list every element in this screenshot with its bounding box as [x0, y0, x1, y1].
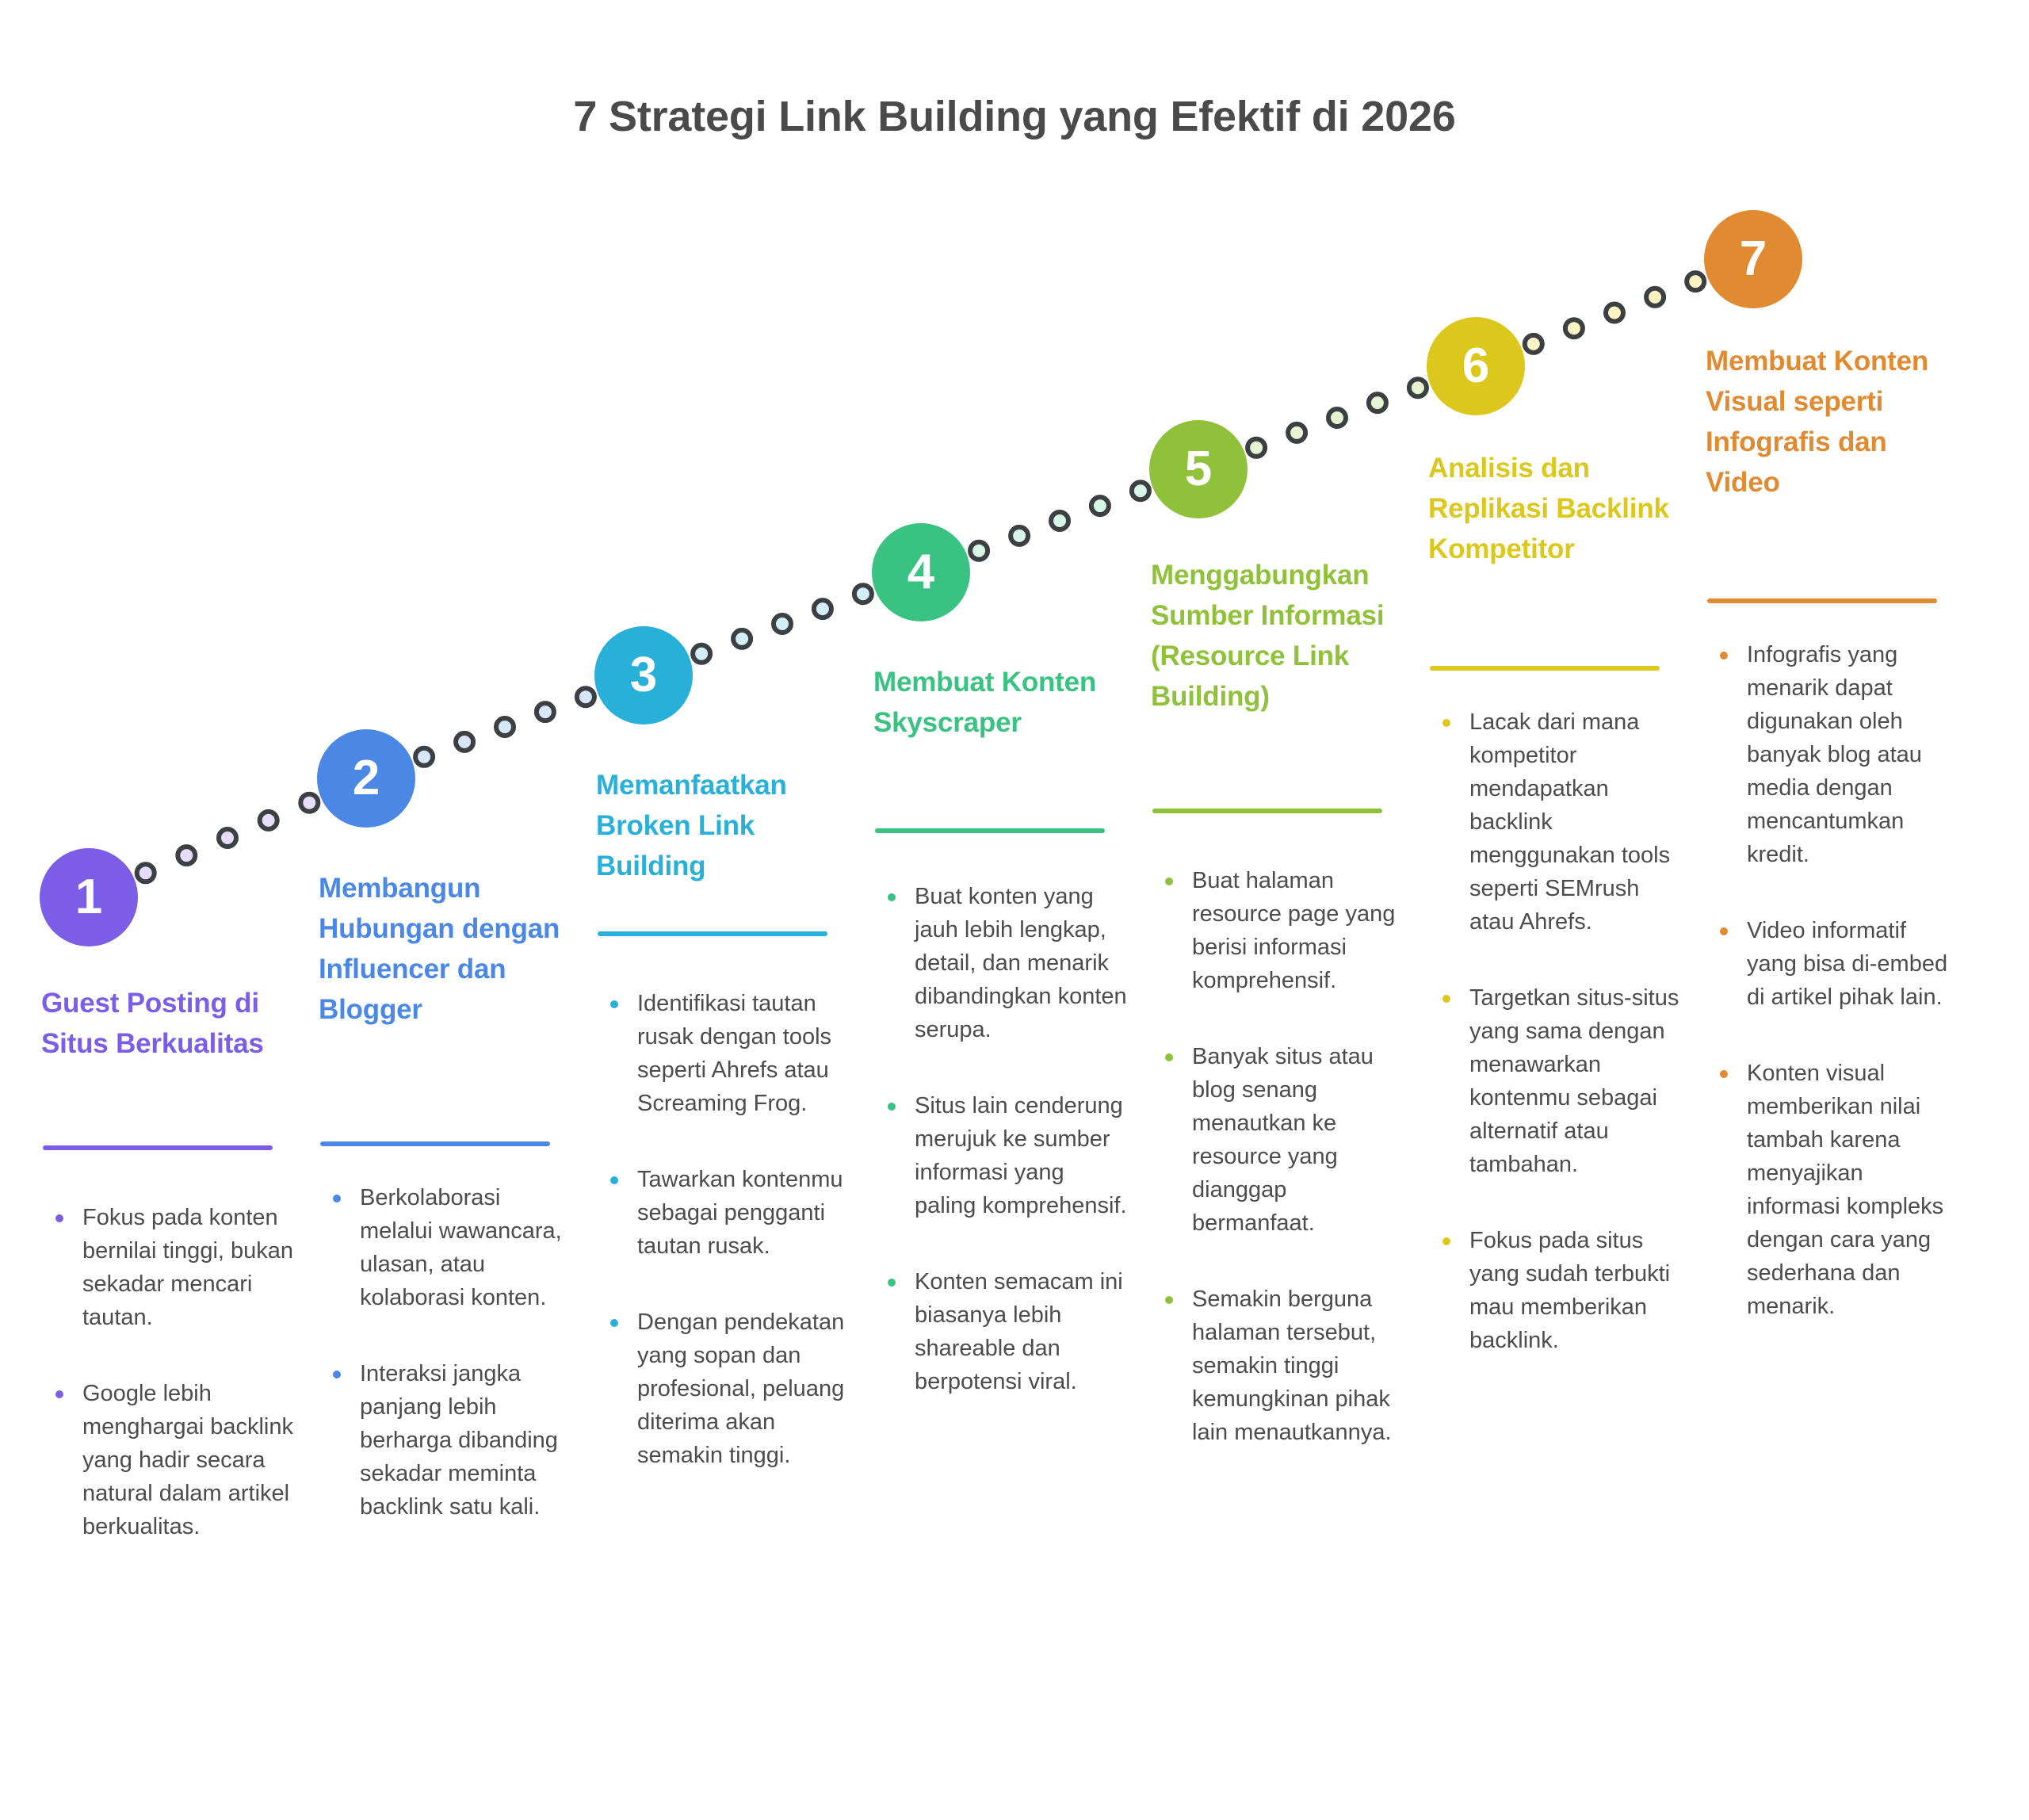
bullet-item: Tawarkan kontenmu sebagai pengganti taut…: [596, 1163, 850, 1263]
bullet-dot-icon: [1720, 927, 1728, 935]
trail-dot-icon: [453, 730, 476, 753]
step-divider: [598, 931, 827, 936]
step-divider: [1707, 598, 1937, 603]
step-divider: [1430, 666, 1660, 671]
bullet-dot-icon: [1165, 1296, 1173, 1304]
bullet-item: Konten visual memberikan nilai tambah ka…: [1706, 1057, 1959, 1323]
bullet-dot-icon: [1165, 878, 1173, 885]
trail-dot-icon: [1522, 332, 1545, 355]
step-number-badge: 1: [40, 848, 138, 946]
bullet-item: Google lebih menghargai backlink yang ha…: [41, 1377, 295, 1543]
bullet-item: Buat konten yang jauh lebih lengkap, det…: [873, 880, 1127, 1046]
bullet-dot-icon: [55, 1214, 63, 1222]
bullet-item: Konten semacam ini biasanya lebih sharea…: [873, 1265, 1127, 1398]
bullet-item: Berkolaborasi melalui wawancara, ulasan,…: [319, 1181, 572, 1314]
bullet-dot-icon: [1165, 1053, 1173, 1061]
bullet-item: Lacak dari mana kompetitor mendapatkan b…: [1428, 705, 1682, 939]
bullet-dot-icon: [1720, 1070, 1728, 1078]
bullet-dot-icon: [610, 1176, 618, 1184]
trail-dot-icon: [298, 791, 321, 814]
bullet-item: Video informatif yang bisa di-embed di a…: [1706, 914, 1959, 1014]
trail-dot-icon: [1603, 301, 1626, 324]
step-divider: [875, 828, 1105, 833]
trail-dot-icon: [1684, 270, 1707, 293]
bullet-dot-icon: [1720, 652, 1728, 660]
bullet-item: Targetkan situs-situs yang sama dengan m…: [1428, 981, 1682, 1181]
trail-dot-icon: [1406, 377, 1429, 400]
trail-dot-icon: [771, 613, 793, 635]
step-heading: Membangun Hubungan dengan Influencer dan…: [319, 873, 560, 1025]
trail-dot-icon: [1049, 510, 1071, 532]
step-number-badge: 5: [1149, 420, 1248, 518]
bullet-dot-icon: [888, 1279, 896, 1287]
bullet-dot-icon: [610, 1319, 618, 1327]
trail-dot-icon: [216, 827, 239, 849]
trail-dot-icon: [1562, 317, 1585, 340]
step-number-badge: 6: [1427, 317, 1525, 415]
trail-dot-icon: [1366, 392, 1389, 415]
bullet-item: Infografis yang menarik dapat digunakan …: [1706, 638, 1959, 871]
trail-dot-icon: [494, 716, 516, 738]
page-title: 7 Strategi Link Building yang Efektif di…: [573, 93, 1456, 140]
step-divider: [320, 1141, 550, 1146]
trail-dot-icon: [1326, 407, 1348, 429]
bullet-item: Dengan pendekatan yang sopan dan profesi…: [596, 1306, 850, 1472]
trail-dot-icon: [851, 583, 874, 606]
bullet-item: Fokus pada situs yang sudah terbukti mau…: [1428, 1224, 1682, 1357]
bullet-item: Identifikasi tautan rusak dengan tools s…: [596, 987, 850, 1120]
step-heading: Analisis dan Replikasi Backlink Kompetit…: [1428, 453, 1669, 564]
step-heading: Menggabungkan Sumber Informasi (Resource…: [1151, 560, 1385, 712]
step-bullet-list: Infografis yang menarik dapat digunakan …: [1706, 638, 1959, 1366]
bullet-dot-icon: [333, 1195, 341, 1202]
trail-dot-icon: [1644, 285, 1667, 308]
step-number-badge: 4: [872, 523, 970, 621]
step-bullet-list: Buat halaman resource page yang berisi i…: [1151, 864, 1404, 1492]
bullet-dot-icon: [333, 1371, 341, 1378]
bullet-dot-icon: [888, 1103, 896, 1111]
step-number-badge: 7: [1704, 210, 1802, 308]
step-heading: Memanfaatkan Broken Link Building: [596, 770, 787, 881]
step-divider: [1152, 809, 1382, 813]
trail-dot-icon: [134, 862, 157, 885]
step-divider: [43, 1145, 273, 1150]
step-bullet-list: Lacak dari mana kompetitor mendapatkan b…: [1428, 705, 1682, 1400]
bullet-dot-icon: [1442, 719, 1450, 727]
trail-dot-icon: [731, 627, 754, 650]
trail-dot-icon: [968, 539, 991, 562]
bullet-dot-icon: [1442, 1237, 1450, 1245]
trail-dot-icon: [1286, 421, 1309, 444]
trail-dot-icon: [1088, 495, 1111, 518]
bullet-item: Fokus pada konten bernilai tinggi, bukan…: [41, 1201, 295, 1334]
step-bullet-list: Buat konten yang jauh lebih lengkap, det…: [873, 880, 1127, 1441]
bullet-dot-icon: [610, 1000, 618, 1008]
step-heading: Guest Posting di Situs Berkualitas: [41, 988, 264, 1059]
trail-dot-icon: [811, 598, 834, 621]
step-heading: Membuat Konten Visual seperti Infografis…: [1706, 346, 1929, 498]
step-bullet-list: Identifikasi tautan rusak dengan tools s…: [596, 987, 850, 1515]
step-heading: Membuat Konten Skyscraper: [873, 667, 1097, 738]
bullet-item: Situs lain cenderung merujuk ke sumber i…: [873, 1089, 1127, 1222]
step-bullet-list: Berkolaborasi melalui wawancara, ulasan,…: [319, 1181, 572, 1566]
trail-dot-icon: [690, 642, 713, 665]
trail-dot-icon: [1245, 436, 1268, 459]
bullet-dot-icon: [55, 1390, 63, 1398]
trail-dot-icon: [257, 809, 280, 832]
bullet-item: Interaksi jangka panjang lebih berharga …: [319, 1357, 572, 1524]
trail-dot-icon: [574, 686, 597, 709]
step-bullet-list: Fokus pada konten bernilai tinggi, bukan…: [41, 1201, 295, 1586]
trail-dot-icon: [175, 844, 198, 867]
bullet-dot-icon: [1442, 995, 1450, 1003]
trail-dot-icon: [533, 701, 556, 724]
trail-dot-icon: [1008, 524, 1031, 547]
step-number-badge: 2: [317, 729, 415, 828]
bullet-item: Buat halaman resource page yang berisi i…: [1151, 864, 1404, 997]
trail-dot-icon: [413, 745, 436, 768]
bullet-dot-icon: [888, 893, 896, 901]
bullet-item: Semakin berguna halaman tersebut, semaki…: [1151, 1283, 1404, 1449]
step-number-badge: 3: [594, 626, 693, 725]
bullet-item: Banyak situs atau blog senang menautkan …: [1151, 1040, 1404, 1240]
trail-dot-icon: [1129, 480, 1152, 503]
